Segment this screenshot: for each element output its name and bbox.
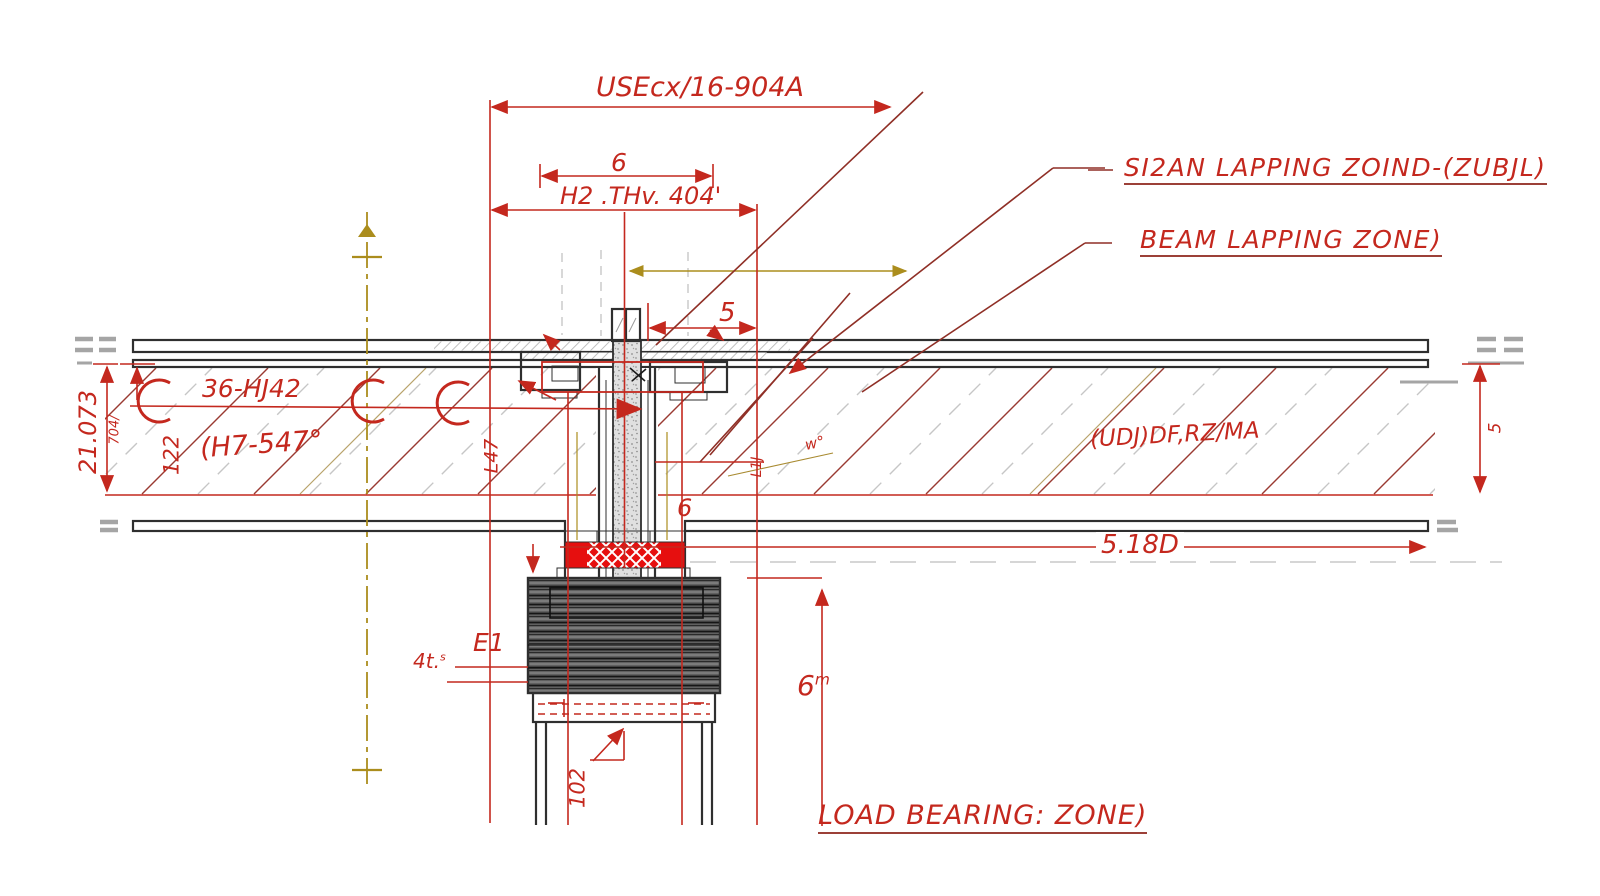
wood-block: [526, 576, 722, 695]
label-dim-5: 5: [719, 298, 736, 328]
hatch-line: [105, 368, 157, 420]
leader-top: [655, 91, 924, 346]
block-notch: [549, 587, 704, 619]
label-dim-6-mid: 6: [677, 494, 693, 522]
hatch-line: [925, 368, 1053, 495]
hatch-line: [869, 368, 997, 495]
label-angle-code: (H7-547°: [199, 424, 324, 465]
label-beam-dim: H2 .THv. 404': [560, 182, 722, 210]
label-dim-102: 102: [565, 767, 590, 809]
label-splice-lapping-zone: SI2AN LAPPING ZOIND-(ZUBJL): [1124, 155, 1547, 185]
hatch-line: [197, 368, 325, 495]
arc-2: [350, 378, 385, 424]
dim-6m-unit: m: [814, 670, 830, 689]
label-leaders: [655, 91, 1113, 463]
label-top-assembly-dim: USEcx/16-904A: [596, 72, 804, 103]
hatch-line-tan: [1029, 368, 1157, 495]
hatch-line: [253, 368, 381, 495]
label-l47: L47: [480, 438, 503, 474]
w-deg-leader: [727, 452, 834, 477]
hatch-line: [1205, 368, 1333, 495]
weld-scribble-2: [631, 368, 647, 382]
stud-leader-line: [129, 398, 643, 420]
hatch-line: [365, 368, 493, 495]
label-w-deg: w°: [803, 432, 827, 454]
label-dim-6-top: 6: [611, 148, 627, 177]
left-bracket-lip: [541, 389, 578, 399]
top-beam: [131, 338, 1430, 369]
hatch-line-tan: [299, 368, 427, 495]
centerline-arrow: [358, 224, 376, 237]
hatch-line: [309, 368, 437, 495]
second-chord: [131, 358, 1430, 369]
between-band-hatch: [520, 352, 767, 360]
red-dimension-lines: [129, 99, 1427, 762]
hatch-line: [1149, 368, 1277, 495]
dim-102-leader: [592, 727, 625, 762]
dim-6m-value: 6: [797, 669, 815, 702]
leader-beam-lap: [861, 242, 1086, 393]
label-dim-6m: 6m: [797, 672, 830, 700]
hatch-line: [141, 368, 269, 495]
hatch-line: [757, 368, 885, 495]
label-num-122: 122: [159, 434, 184, 476]
label-stud-code: 36-HJ42: [202, 374, 301, 403]
lower-chord-left: [131, 519, 567, 533]
hatch-line: [1093, 368, 1221, 495]
hatch-line: [1037, 368, 1165, 495]
dim-4t-value: 4t.: [413, 649, 440, 673]
support-block: [526, 576, 722, 825]
label-dim-5-right: 5: [1485, 422, 1506, 434]
label-load-bearing-zone: LOAD BEARING: ZONE): [818, 802, 1148, 834]
label-dim-518d: 5.18D: [1096, 532, 1184, 558]
lower-chord-right: [683, 519, 1430, 533]
label-left-height-sub: 704/: [107, 415, 123, 445]
hatch-line: [105, 368, 213, 476]
sill-band: [531, 691, 717, 724]
stem-core: [612, 340, 642, 579]
left-bracket-notch: [551, 365, 579, 382]
top-chord-hatch: [434, 341, 790, 351]
hatch-line: [981, 368, 1109, 495]
cap-tick-2: [628, 317, 637, 333]
hatch-line: [813, 368, 941, 495]
weld-arcs: [136, 378, 470, 426]
lapping-zone-box: [541, 361, 704, 393]
hatch-line: [1317, 376, 1435, 495]
break-marks: [75, 336, 1524, 533]
label-e1: E1: [473, 628, 505, 657]
label-l1j: L1J: [749, 456, 765, 478]
label-beam-lapping-zone: BEAM LAPPING ZONE): [1140, 227, 1443, 257]
hatch-line: [1261, 368, 1389, 495]
red-extension-lines: [93, 100, 1500, 826]
hatch-line: [1373, 432, 1435, 495]
label-dim-4t: 4t.s: [413, 651, 446, 671]
centerline-group: [352, 212, 908, 788]
dim-4t-sup: s: [439, 650, 446, 664]
extended-hatch-2: [699, 337, 814, 463]
leader-splice: [788, 167, 1054, 375]
hatch-line: [701, 368, 829, 495]
cap-tick-1: [615, 317, 624, 333]
weld-scribble-1: [629, 367, 646, 382]
hatch-line: [477, 368, 605, 495]
arc-3: [435, 380, 470, 426]
arc-1: [136, 378, 171, 424]
label-left-height-dim: 21.073: [74, 390, 102, 474]
lower-beam: [131, 519, 1430, 578]
right-bracket-notch: [674, 366, 706, 384]
